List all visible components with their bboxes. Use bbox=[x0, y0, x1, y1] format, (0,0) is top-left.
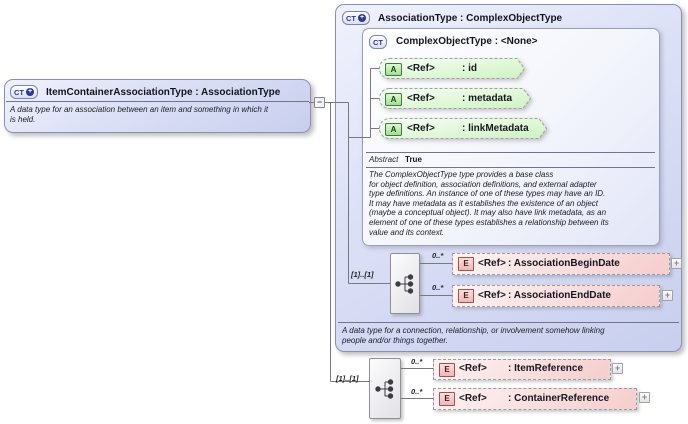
element-ref-label[interactable]: <Ref> bbox=[478, 290, 506, 301]
occurs-label: 0..* bbox=[432, 251, 444, 260]
element-row-item-reference[interactable]: E <Ref> : ItemReference bbox=[433, 359, 611, 380]
attribute-row-id-shape bbox=[379, 58, 526, 79]
element-icon: E bbox=[458, 257, 474, 271]
element-row-container-reference[interactable]: E <Ref> : ContainerReference bbox=[433, 388, 637, 410]
element-name[interactable]: : ItemReference bbox=[508, 363, 584, 374]
sequence-icon bbox=[369, 358, 401, 419]
attribute-name[interactable]: : metadata bbox=[462, 93, 513, 104]
abstract-label: Abstract bbox=[369, 155, 399, 164]
plus-icon: + bbox=[641, 392, 648, 402]
minus-icon: − bbox=[316, 97, 323, 107]
element-ref-label[interactable]: <Ref> bbox=[478, 258, 506, 269]
ct-label: CT bbox=[346, 13, 356, 23]
expand-button[interactable]: + bbox=[612, 363, 623, 374]
attribute-ref-label[interactable]: <Ref> bbox=[407, 93, 435, 104]
abstract-divider-bottom bbox=[366, 167, 655, 168]
plus-icon: + bbox=[614, 363, 621, 373]
ct-label: CT bbox=[14, 87, 24, 97]
element-row-association-begin-date[interactable]: E <Ref> : AssociationBeginDate bbox=[452, 253, 670, 275]
element-icon: E bbox=[439, 392, 455, 406]
attribute-ref-label[interactable]: <Ref> bbox=[407, 123, 435, 134]
type-title[interactable]: AssociationType : ComplexObjectType bbox=[378, 13, 563, 24]
attribute-icon: A bbox=[385, 123, 402, 136]
element-name[interactable]: : ContainerReference bbox=[508, 393, 610, 404]
expand-button[interactable]: + bbox=[662, 290, 673, 301]
ct-label: CT bbox=[373, 37, 383, 47]
plus-icon: + bbox=[664, 290, 671, 300]
attribute-row-metadata-shape bbox=[379, 88, 532, 109]
sequence-icon bbox=[390, 253, 420, 314]
type-description: The ComplexObjectType type provides a ba… bbox=[369, 170, 609, 237]
type-box-item-container-association-type: CT + ItemContainerAssociationType : Asso… bbox=[4, 79, 311, 133]
collapse-button[interactable]: − bbox=[314, 97, 325, 108]
type-description: A data type for a connection, relationsh… bbox=[342, 326, 605, 345]
cardinality-label: [1]..[1] bbox=[351, 270, 374, 279]
attribute-ref-label[interactable]: <Ref> bbox=[407, 63, 435, 74]
element-ref-label[interactable]: <Ref> bbox=[459, 363, 487, 374]
element-name[interactable]: : AssociationBeginDate bbox=[508, 258, 620, 269]
element-name[interactable]: : AssociationEndDate bbox=[508, 290, 611, 301]
attribute-icon: A bbox=[385, 63, 402, 76]
complex-type-plus-icon: CT + bbox=[10, 85, 38, 99]
expand-button[interactable]: + bbox=[639, 392, 650, 403]
complex-type-icon: CT bbox=[369, 35, 387, 49]
header-divider bbox=[6, 101, 309, 102]
occurs-label: 0..* bbox=[411, 387, 423, 396]
expand-button[interactable]: + bbox=[671, 258, 682, 269]
type-description: A data type for an association between a… bbox=[10, 105, 269, 124]
abstract-divider-top bbox=[366, 152, 655, 153]
attribute-icon: A bbox=[385, 93, 402, 106]
occurs-label: 0..* bbox=[411, 357, 423, 366]
complex-type-plus-icon: CT + bbox=[342, 11, 370, 25]
element-icon: E bbox=[439, 363, 455, 377]
description-divider bbox=[338, 322, 679, 323]
attribute-row-link-metadata-shape bbox=[379, 118, 548, 139]
element-icon: E bbox=[458, 289, 474, 303]
occurs-label: 0..* bbox=[432, 283, 444, 292]
attribute-name[interactable]: : linkMetadata bbox=[462, 123, 529, 134]
type-title[interactable]: ComplexObjectType : <None> bbox=[396, 36, 538, 47]
abstract-value: True bbox=[405, 155, 422, 164]
type-title[interactable]: ItemContainerAssociationType : Associati… bbox=[46, 87, 281, 98]
plus-icon: + bbox=[673, 258, 680, 268]
cardinality-label: [1]..[1] bbox=[336, 374, 359, 383]
plus-badge-icon: + bbox=[358, 14, 366, 22]
plus-badge-icon: + bbox=[26, 88, 34, 96]
attribute-name[interactable]: : id bbox=[462, 63, 477, 74]
element-row-association-end-date[interactable]: E <Ref> : AssociationEndDate bbox=[452, 285, 660, 307]
element-ref-label[interactable]: <Ref> bbox=[459, 393, 487, 404]
